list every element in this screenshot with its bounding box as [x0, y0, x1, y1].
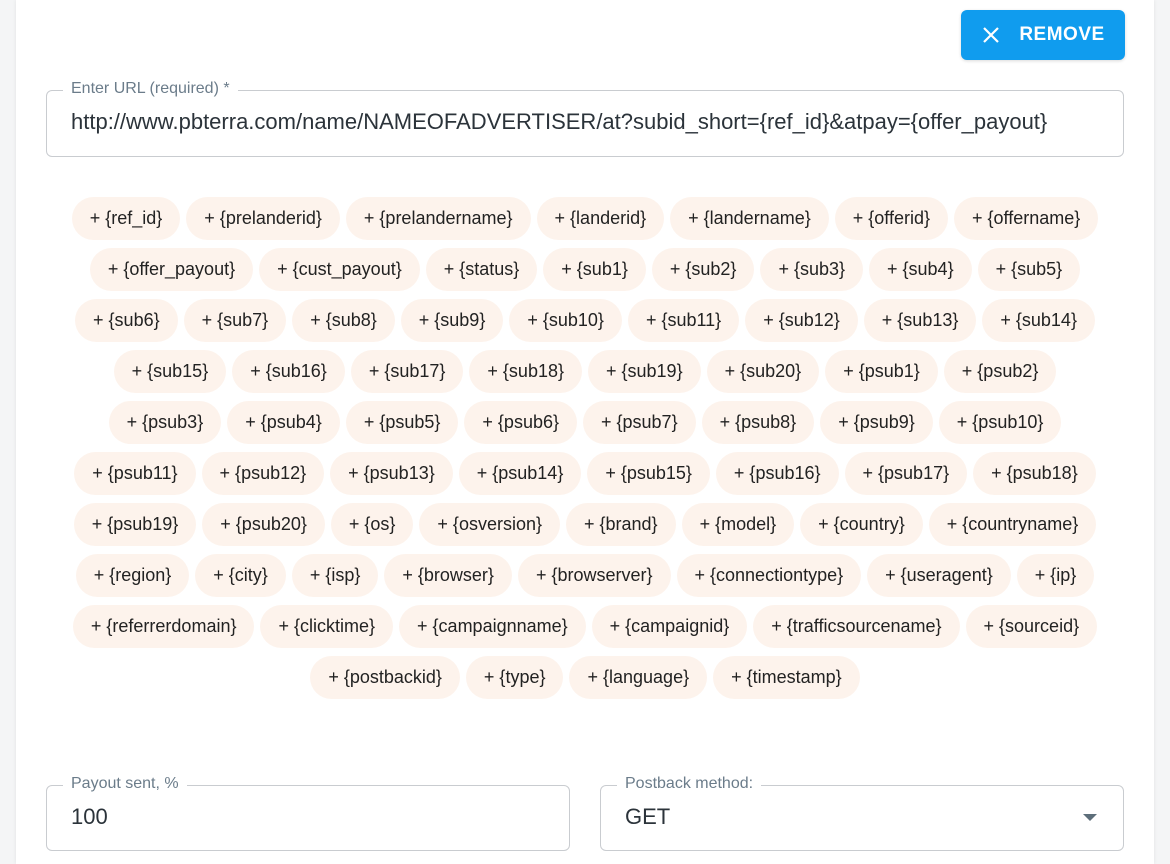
macro-chip[interactable]: + {offer_payout} — [89, 248, 254, 291]
macro-chip[interactable]: + {sub10} — [509, 299, 622, 342]
macro-chip[interactable]: + {landername} — [670, 197, 829, 240]
macro-chip[interactable]: + {clicktime} — [260, 605, 394, 648]
dropdown-arrow-icon[interactable] — [1083, 814, 1097, 821]
macro-chip[interactable]: + {sub14} — [982, 299, 1095, 342]
macro-chip[interactable]: + {psub5} — [345, 401, 459, 444]
payout-input[interactable]: Payout sent, % 100 — [46, 775, 570, 851]
macro-chip[interactable]: + {psub1} — [825, 350, 938, 393]
macro-chip[interactable]: + {psub13} — [330, 452, 453, 495]
macro-chip[interactable]: + {region} — [75, 554, 190, 597]
macro-chip[interactable]: + {psub2} — [943, 350, 1057, 393]
macro-chip[interactable]: + {sourceid} — [965, 605, 1098, 648]
macro-chip[interactable]: + {sub1} — [543, 248, 646, 291]
macro-chip[interactable]: + {browserver} — [517, 554, 671, 597]
macro-chip[interactable]: + {landerid} — [536, 197, 665, 240]
macro-chip[interactable]: + {psub9} — [820, 401, 933, 444]
macro-chip[interactable]: + {prelanderid} — [186, 197, 340, 240]
url-input-label: Enter URL (required) * — [63, 80, 238, 98]
payout-input-value[interactable]: 100 — [71, 804, 108, 829]
macro-chip[interactable]: + {sub6} — [75, 299, 178, 342]
payout-input-label: Payout sent, % — [63, 775, 187, 793]
macro-chip[interactable]: + {psub14} — [458, 452, 582, 495]
macro-chip[interactable]: + {useragent} — [867, 554, 1011, 597]
macro-chip[interactable]: + {psub20} — [202, 503, 325, 546]
macro-chip[interactable]: + {psub6} — [464, 401, 577, 444]
macro-chip[interactable]: + {sub17} — [350, 350, 464, 393]
macro-chip[interactable]: + {brand} — [566, 503, 676, 546]
macro-chip[interactable]: + {city} — [195, 554, 286, 597]
macro-chip[interactable]: + {psub16} — [715, 452, 839, 495]
url-input-value[interactable]: http://www.pbterra.com/name/NAMEOFADVERT… — [71, 109, 1048, 134]
macro-chip[interactable]: + {ip} — [1016, 554, 1095, 597]
macro-chip[interactable]: + {sub7} — [183, 299, 287, 342]
macro-chip[interactable]: + {psub4} — [227, 401, 340, 444]
macro-chip[interactable]: + {trafficsourcename} — [753, 605, 960, 648]
macro-chip[interactable]: + {country} — [800, 503, 923, 546]
macro-chip[interactable]: + {psub3} — [108, 401, 222, 444]
macro-chip[interactable]: + {cust_payout} — [259, 248, 420, 291]
macro-chip[interactable]: + {browser} — [384, 554, 512, 597]
macro-chip[interactable]: + {prelandername} — [345, 197, 531, 240]
macro-chip[interactable]: + {postbackid} — [310, 656, 460, 699]
macro-chip[interactable]: + {psub12} — [201, 452, 325, 495]
macro-chip[interactable]: + {sub11} — [627, 299, 740, 342]
remove-button-label: REMOVE — [1019, 24, 1105, 45]
macro-chip[interactable]: + {sub15} — [113, 350, 227, 393]
url-input[interactable]: Enter URL (required) * http://www.pbterr… — [46, 80, 1124, 157]
macro-chip[interactable]: + {campaignname} — [399, 605, 586, 648]
macro-chip[interactable]: + {sub8} — [292, 299, 395, 342]
macro-chip[interactable]: + {psub17} — [844, 452, 968, 495]
macro-chip[interactable]: + {osversion} — [419, 503, 560, 546]
macro-chip[interactable]: + {sub4} — [869, 248, 972, 291]
macro-chip[interactable]: + {timestamp} — [713, 656, 860, 699]
macro-chip[interactable]: + {offerid} — [834, 197, 948, 240]
macro-chip[interactable]: + {language} — [569, 656, 708, 699]
macro-chip[interactable]: + {psub7} — [583, 401, 696, 444]
macro-chip[interactable]: + {psub15} — [587, 452, 710, 495]
macro-chip[interactable]: + {sub9} — [400, 299, 504, 342]
postback-method-value[interactable]: GET — [625, 804, 671, 829]
macro-chip[interactable]: + {sub16} — [232, 350, 345, 393]
macro-chip[interactable]: + {campaignid} — [591, 605, 748, 648]
postback-method-select[interactable]: Postback method: GET — [600, 775, 1124, 851]
remove-button[interactable]: REMOVE — [961, 10, 1125, 60]
macro-chip[interactable]: + {psub11} — [74, 452, 196, 495]
macro-chip[interactable]: + {ref_id} — [71, 197, 181, 240]
macro-chip[interactable]: + {offername} — [953, 197, 1099, 240]
macro-chip[interactable]: + {referrerdomain} — [72, 605, 255, 648]
macro-chip[interactable]: + {sub3} — [760, 248, 864, 291]
macro-chip[interactable]: + {sub5} — [977, 248, 1081, 291]
macro-chip[interactable]: + {status} — [425, 248, 538, 291]
macro-chip[interactable]: + {type} — [465, 656, 564, 699]
macro-chip[interactable]: + {connectiontype} — [676, 554, 862, 597]
macro-chip[interactable]: + {sub2} — [651, 248, 755, 291]
postback-method-label: Postback method: — [617, 775, 762, 793]
macro-chip[interactable]: + {psub18} — [973, 452, 1096, 495]
close-icon — [983, 27, 1000, 43]
macro-chip[interactable]: + {psub8} — [701, 401, 815, 444]
macro-chip-list: + {ref_id}+ {prelanderid}+ {prelandernam… — [56, 197, 1114, 699]
macro-chip[interactable]: + {sub13} — [863, 299, 977, 342]
macro-chip[interactable]: + {psub10} — [938, 401, 1062, 444]
macro-chip[interactable]: + {sub12} — [745, 299, 858, 342]
macro-chip[interactable]: + {os} — [330, 503, 414, 546]
macro-chip[interactable]: + {countryname} — [928, 503, 1097, 546]
macro-chip[interactable]: + {isp} — [291, 554, 379, 597]
macro-chip[interactable]: + {model} — [681, 503, 795, 546]
macro-chip[interactable]: + {sub18} — [469, 350, 582, 393]
macro-chip[interactable]: + {sub19} — [588, 350, 701, 393]
macro-chip[interactable]: + {psub19} — [73, 503, 197, 546]
macro-chip[interactable]: + {sub20} — [706, 350, 820, 393]
